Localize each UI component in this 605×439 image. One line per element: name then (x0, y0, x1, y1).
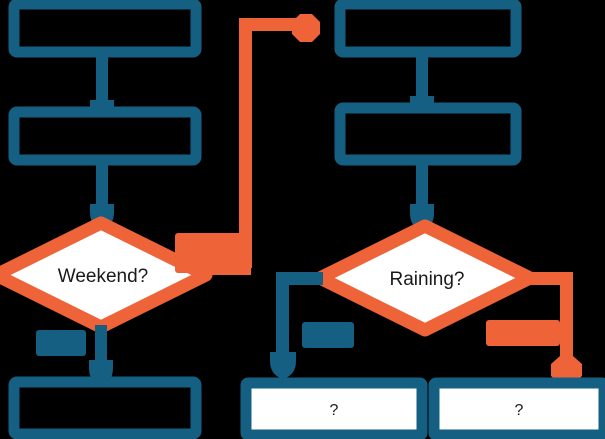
node-process-4[interactable] (8, 376, 202, 439)
edge-endpoint-dot-orange-bottom (551, 356, 582, 384)
node-decision-raining-label: Raining? (390, 269, 465, 290)
node-process-9[interactable]: ? (428, 377, 605, 439)
node-process-5[interactable] (334, 0, 522, 58)
node-decision-raining[interactable]: Raining? (313, 219, 537, 337)
node-process-8-label: ? (330, 402, 339, 419)
node-process-6[interactable] (334, 102, 522, 166)
node-process-2[interactable] (8, 106, 202, 166)
edge-endpoint-dot-orange-top (292, 14, 320, 42)
node-process-8[interactable]: ? (240, 377, 428, 439)
edge-label-2[interactable] (175, 233, 250, 273)
edge-label-4[interactable] (486, 320, 560, 346)
edge-label-1[interactable] (36, 330, 86, 356)
node-process-1[interactable] (8, 0, 202, 58)
edge-raining-to-n8-blue (270, 272, 323, 379)
edge-raining-to-n9-orange (527, 272, 582, 384)
node-process-9-label: ? (515, 402, 524, 419)
node-decision-weekend-label: Weekend? (58, 266, 149, 287)
edge-label-3[interactable] (302, 322, 354, 348)
